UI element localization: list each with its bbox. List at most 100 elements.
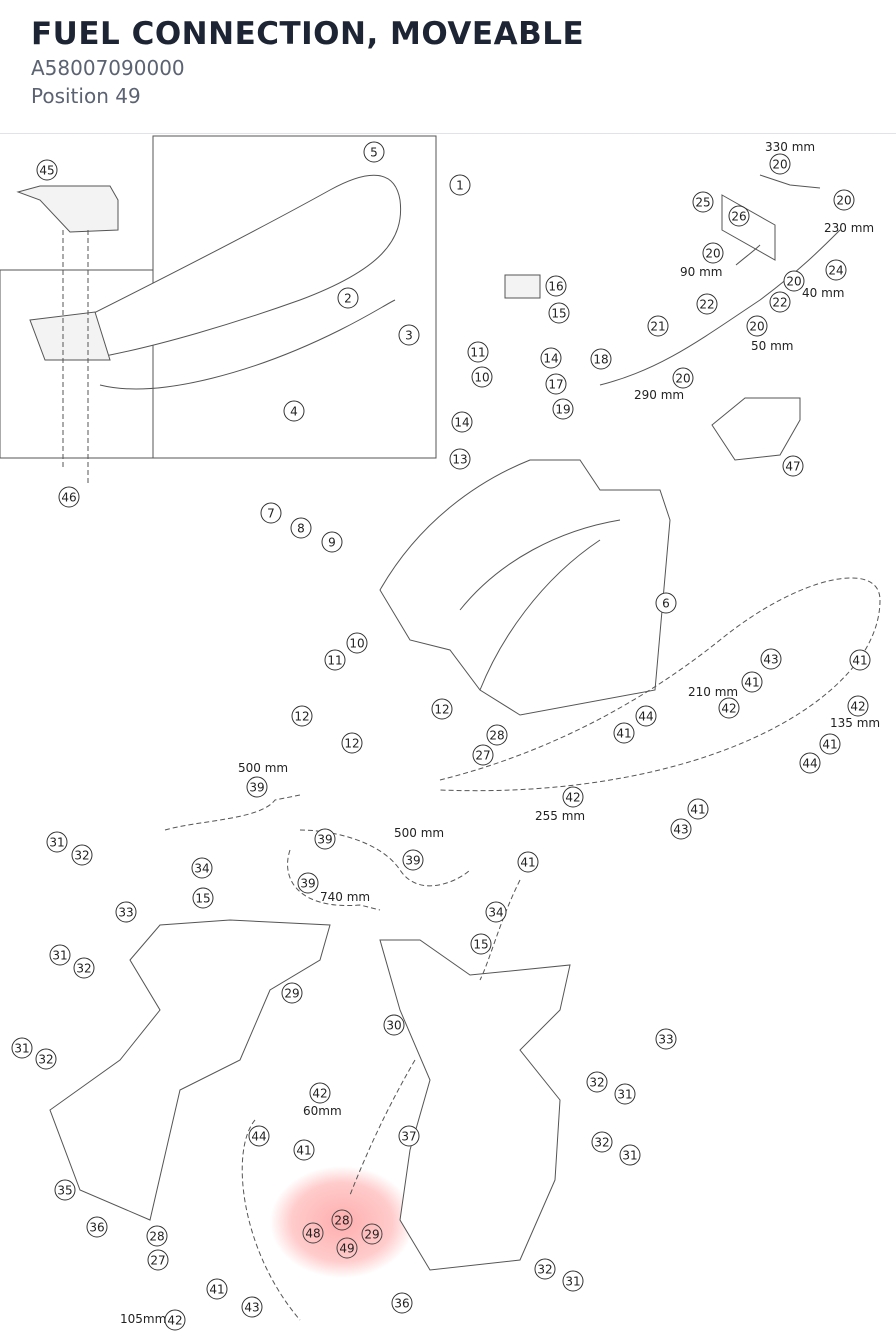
callout-24-c24[interactable]: 24 <box>825 259 847 281</box>
callout-22-c22b[interactable]: 22 <box>769 291 791 313</box>
callout-41-c41g[interactable]: 41 <box>293 1139 315 1161</box>
callout-26-c26[interactable]: 26 <box>728 205 750 227</box>
callout-20-c20d[interactable]: 20 <box>783 270 805 292</box>
callout-7-c7[interactable]: 7 <box>260 502 282 524</box>
callout-2-c2[interactable]: 2 <box>337 287 359 309</box>
callout-14-c14a[interactable]: 14 <box>540 347 562 369</box>
callout-11-c11b[interactable]: 11 <box>324 649 346 671</box>
callout-41-c41h[interactable]: 41 <box>206 1278 228 1300</box>
callout-20-c20e[interactable]: 20 <box>746 315 768 337</box>
callout-4-c4[interactable]: 4 <box>283 400 305 422</box>
callout-19-c19[interactable]: 19 <box>552 398 574 420</box>
callout-27-c27b[interactable]: 27 <box>147 1249 169 1271</box>
callout-13-c13[interactable]: 13 <box>449 448 471 470</box>
callout-41-c41b[interactable]: 41 <box>741 671 763 693</box>
callout-32-c32c[interactable]: 32 <box>35 1048 57 1070</box>
callout-39-c39d[interactable]: 39 <box>297 872 319 894</box>
callout-circle <box>552 398 574 420</box>
callout-34-c34b[interactable]: 34 <box>485 901 507 923</box>
callout-37-c37[interactable]: 37 <box>398 1125 420 1147</box>
callout-43-c43b[interactable]: 43 <box>670 818 692 840</box>
callout-31-c31a[interactable]: 31 <box>46 831 68 853</box>
callout-20-c20a[interactable]: 20 <box>769 153 791 175</box>
callout-39-c39b[interactable]: 39 <box>314 828 336 850</box>
callout-21-c21[interactable]: 21 <box>647 315 669 337</box>
callout-25-c25[interactable]: 25 <box>692 191 714 213</box>
callout-20-c20f[interactable]: 20 <box>672 367 694 389</box>
callout-39-c39a[interactable]: 39 <box>246 776 268 798</box>
callout-41-c41a[interactable]: 41 <box>849 649 871 671</box>
callout-17-c17[interactable]: 17 <box>545 373 567 395</box>
callout-12-c12b[interactable]: 12 <box>431 698 453 720</box>
callout-41-c41c[interactable]: 41 <box>613 722 635 744</box>
callout-36-c36a[interactable]: 36 <box>86 1216 108 1238</box>
callout-12-c12a[interactable]: 12 <box>291 705 313 727</box>
callout-10-c10b[interactable]: 10 <box>346 632 368 654</box>
callout-31-c31b[interactable]: 31 <box>49 944 71 966</box>
callout-45-c45[interactable]: 45 <box>36 159 58 181</box>
callout-32-c32a[interactable]: 32 <box>71 844 93 866</box>
callout-20-c20c[interactable]: 20 <box>702 242 724 264</box>
callout-10-c10a[interactable]: 10 <box>471 366 493 388</box>
callout-42-c42c[interactable]: 42 <box>562 786 584 808</box>
callout-39-c39c[interactable]: 39 <box>402 849 424 871</box>
callout-42-c42b[interactable]: 42 <box>847 695 869 717</box>
callout-43-c43a[interactable]: 43 <box>760 648 782 670</box>
callout-number: 12 <box>344 737 359 751</box>
callout-47-c47[interactable]: 47 <box>782 455 804 477</box>
callout-44-c44a[interactable]: 44 <box>635 705 657 727</box>
callout-36-c36b[interactable]: 36 <box>391 1292 413 1314</box>
callout-16-c16[interactable]: 16 <box>545 275 567 297</box>
callout-32-c32d[interactable]: 32 <box>586 1071 608 1093</box>
callout-14-c14b[interactable]: 14 <box>451 411 473 433</box>
callout-28-c28c[interactable]: 28 <box>331 1209 353 1231</box>
callout-49-c49[interactable]: 49 <box>336 1237 358 1259</box>
measurement-label: 500 mm <box>394 826 444 840</box>
callout-3-c3[interactable]: 3 <box>398 324 420 346</box>
callout-22-c22a[interactable]: 22 <box>696 293 718 315</box>
callout-31-c31f[interactable]: 31 <box>562 1270 584 1292</box>
callout-32-c32e[interactable]: 32 <box>591 1131 613 1153</box>
callout-31-c31d[interactable]: 31 <box>614 1083 636 1105</box>
callout-43-c43c[interactable]: 43 <box>241 1296 263 1318</box>
callout-32-c32f[interactable]: 32 <box>534 1258 556 1280</box>
callout-28-c28a[interactable]: 28 <box>486 724 508 746</box>
callout-12-c12c[interactable]: 12 <box>341 732 363 754</box>
callout-29-c29b[interactable]: 29 <box>361 1223 383 1245</box>
callout-33-c33b[interactable]: 33 <box>655 1028 677 1050</box>
callout-15-c15b[interactable]: 15 <box>192 887 214 909</box>
callout-42-c42d[interactable]: 42 <box>309 1082 331 1104</box>
callout-15-c15a[interactable]: 15 <box>548 302 570 324</box>
callout-15-c15c[interactable]: 15 <box>470 933 492 955</box>
callout-48-c48[interactable]: 48 <box>302 1222 324 1244</box>
callout-41-c41e[interactable]: 41 <box>687 798 709 820</box>
callout-28-c28b[interactable]: 28 <box>146 1225 168 1247</box>
callout-6-c6[interactable]: 6 <box>655 592 677 614</box>
callout-11-c11a[interactable]: 11 <box>467 341 489 363</box>
callout-42-c42e[interactable]: 42 <box>164 1309 186 1331</box>
callout-27-c27a[interactable]: 27 <box>472 744 494 766</box>
callout-20-c20b[interactable]: 20 <box>833 189 855 211</box>
callout-number: 17 <box>548 378 563 392</box>
callout-33-c33a[interactable]: 33 <box>115 901 137 923</box>
callout-44-c44b[interactable]: 44 <box>799 752 821 774</box>
callout-46-c46[interactable]: 46 <box>58 486 80 508</box>
callout-18-c18[interactable]: 18 <box>590 348 612 370</box>
callout-31-c31c[interactable]: 31 <box>11 1037 33 1059</box>
callout-32-c32b[interactable]: 32 <box>73 957 95 979</box>
callout-29-c29[interactable]: 29 <box>281 982 303 1004</box>
callout-circle <box>655 592 677 614</box>
callout-34-c34a[interactable]: 34 <box>191 857 213 879</box>
callout-30-c30[interactable]: 30 <box>383 1014 405 1036</box>
callout-number: 42 <box>721 702 736 716</box>
callout-41-c41f[interactable]: 41 <box>517 851 539 873</box>
callout-9-c9[interactable]: 9 <box>321 531 343 553</box>
callout-41-c41d[interactable]: 41 <box>819 733 841 755</box>
callout-44-c44c[interactable]: 44 <box>248 1125 270 1147</box>
callout-1-c1[interactable]: 1 <box>449 174 471 196</box>
callout-35-c35[interactable]: 35 <box>54 1179 76 1201</box>
callout-42-c42a[interactable]: 42 <box>718 697 740 719</box>
callout-5-c5[interactable]: 5 <box>363 141 385 163</box>
callout-8-c8[interactable]: 8 <box>290 517 312 539</box>
callout-31-c31e[interactable]: 31 <box>619 1144 641 1166</box>
